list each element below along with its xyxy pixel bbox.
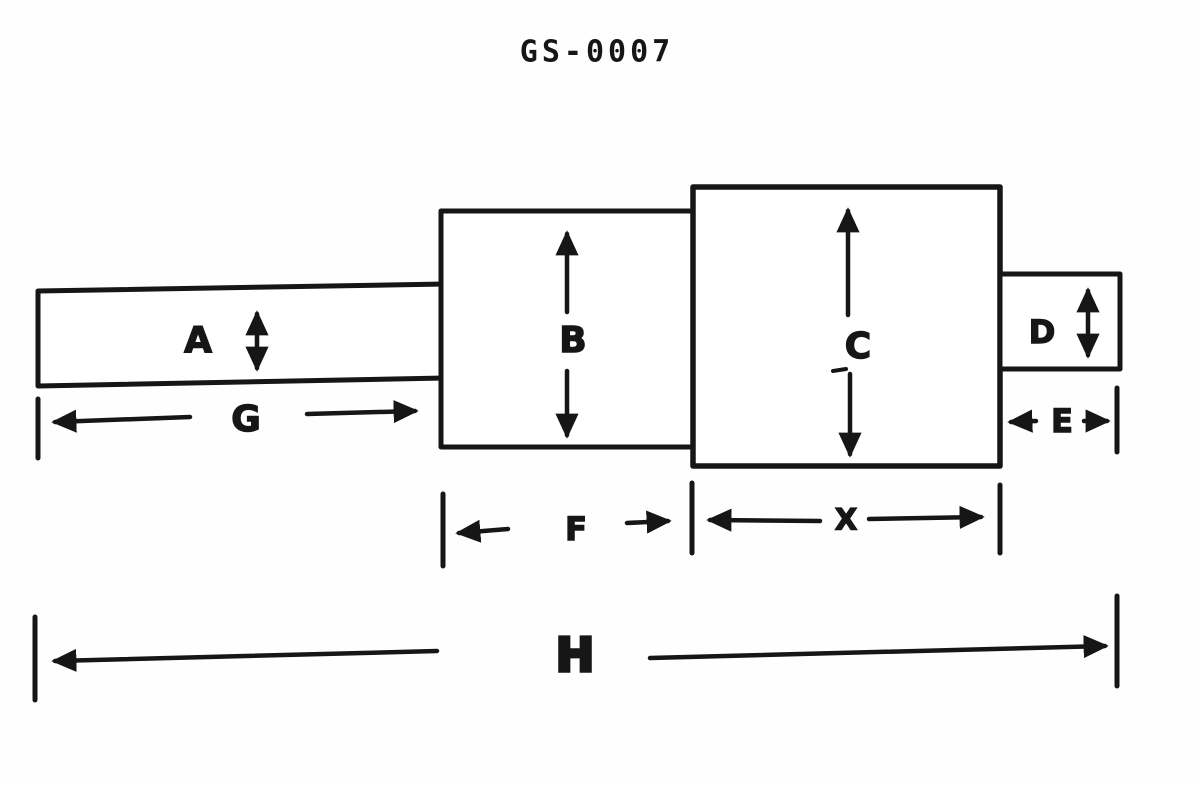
dim-h-arrow-right <box>647 634 1109 661</box>
section-d-outline <box>997 271 1123 372</box>
label-length-e: E <box>1050 402 1073 440</box>
label-length-x: X <box>834 502 858 537</box>
label-length-g: G <box>231 399 262 440</box>
stray-mark <box>831 367 848 373</box>
dim-e-arrow-left <box>1007 409 1039 433</box>
dim-g-arrow-left <box>51 409 193 433</box>
dim-x-arrow-left <box>706 508 823 532</box>
label-diameter-a: A <box>183 320 212 361</box>
section-a-outline <box>35 281 448 389</box>
drawing-number: GS-0007 <box>519 34 675 70</box>
label-diameter-c: C <box>844 326 872 367</box>
dim-g-arrow-right <box>304 400 419 424</box>
dim-f-arrow-right <box>624 510 672 534</box>
label-diameter-d: D <box>1028 313 1056 351</box>
dim-x-arrow-right <box>866 505 985 529</box>
label-length-h: H <box>554 628 596 682</box>
dim-h-arrow-left <box>51 648 440 673</box>
label-length-f: F <box>564 510 587 548</box>
label-diameter-b: B <box>559 320 588 361</box>
dim-f-arrow-left <box>455 519 511 543</box>
